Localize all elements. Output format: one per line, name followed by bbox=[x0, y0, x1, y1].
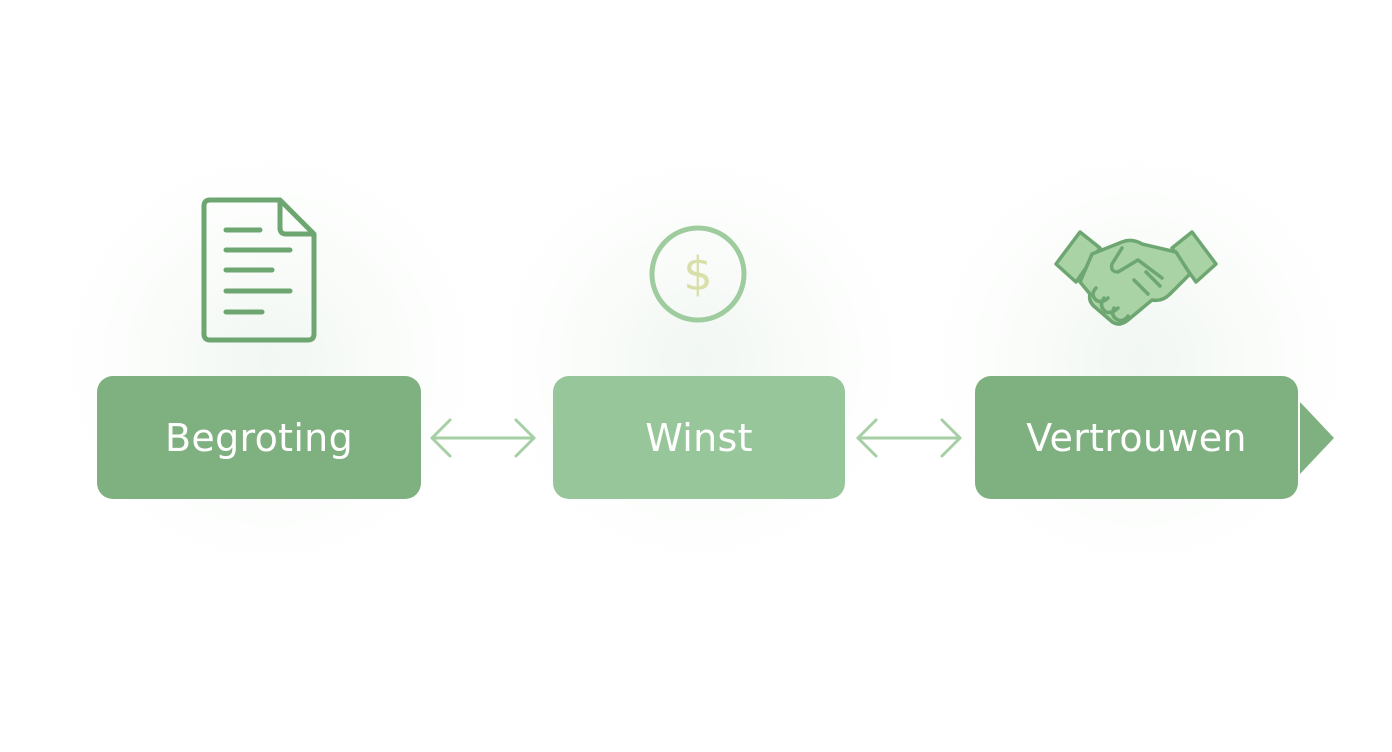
node-vertrouwen: Vertrouwen bbox=[975, 376, 1298, 499]
connector-2 bbox=[856, 418, 962, 458]
document-icon bbox=[201, 197, 317, 343]
node-label: Vertrouwen bbox=[1026, 415, 1247, 460]
glow-left bbox=[60, 150, 480, 570]
end-arrow-icon bbox=[1300, 402, 1334, 474]
dollar-coin-icon: $ bbox=[649, 225, 747, 323]
glow-center bbox=[500, 150, 900, 570]
node-label: Winst bbox=[645, 415, 753, 460]
node-label: Begroting bbox=[165, 415, 353, 460]
handshake-icon bbox=[1054, 230, 1218, 326]
glow-right bbox=[930, 150, 1350, 570]
connector-1 bbox=[430, 418, 536, 458]
dollar-glyph: $ bbox=[683, 247, 712, 301]
node-winst: Winst bbox=[553, 376, 845, 499]
node-begroting: Begroting bbox=[97, 376, 421, 499]
